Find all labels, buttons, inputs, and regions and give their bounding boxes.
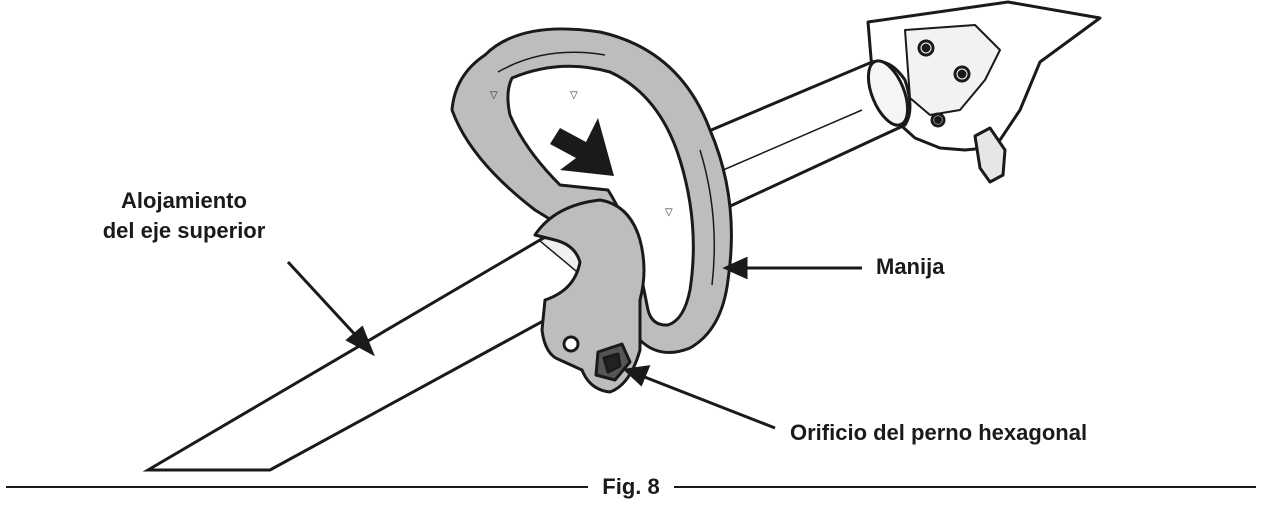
direction-arrow-icon xyxy=(550,118,614,176)
shaft-housing-label: Alojamiento del eje superior xyxy=(68,186,300,246)
handle-leader-arrowhead xyxy=(722,256,748,280)
handle-clamp xyxy=(533,198,646,394)
upper-housing xyxy=(866,0,1102,184)
shaft-housing-label-line1: Alojamiento xyxy=(121,188,247,213)
figure-caption: Fig. 8 xyxy=(0,472,1262,502)
hex-bolt-hole-label: Orificio del perno hexagonal xyxy=(790,420,1088,445)
bolt-leader-arrowhead xyxy=(622,365,651,387)
shaft-lower xyxy=(142,232,604,472)
svg-text:▽: ▽ xyxy=(490,90,498,101)
svg-text:▽: ▽ xyxy=(665,207,673,218)
figure-caption-text: Fig. 8 xyxy=(588,474,674,499)
leader-lines xyxy=(286,256,862,430)
shaft-leader-arrowhead xyxy=(345,325,375,357)
handle-ring: ▽ ▽ ▽ xyxy=(450,27,733,354)
shaft-leader xyxy=(286,260,362,342)
handle-label: Manija xyxy=(876,254,945,279)
bolt-leader xyxy=(641,374,776,430)
shaft-housing-label-line2: del eje superior xyxy=(102,218,266,243)
svg-text:▽: ▽ xyxy=(570,90,578,101)
